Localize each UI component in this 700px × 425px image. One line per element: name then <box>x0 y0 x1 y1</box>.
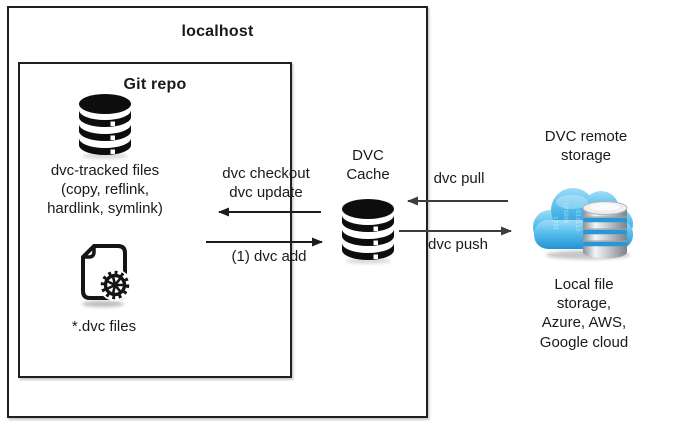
localhost-box: localhost <box>7 6 428 418</box>
svg-text:101001: 101001 <box>562 202 569 224</box>
cloud-database-icon: 101001 010110 1101 <box>533 188 633 260</box>
file-gear-icon <box>81 244 131 308</box>
dvc-cache-title: DVC Cache <box>346 147 390 184</box>
checkout-flow-label: dvc checkout dvc update <box>222 165 310 202</box>
add-flow-label: (1) dvc add <box>231 248 307 265</box>
git-repo-box: Git repo <box>18 62 292 378</box>
dvc-files-caption: *.dvc files <box>71 318 137 335</box>
localhost-title: localhost <box>181 23 254 40</box>
database-icon <box>75 93 135 161</box>
database-icon <box>338 198 398 266</box>
tracked-files-caption: dvc-tracked files (copy, reflink, hardli… <box>47 162 163 218</box>
svg-text:010110: 010110 <box>574 210 581 232</box>
remote-providers-caption: Local file storage, Azure, AWS, Google c… <box>539 276 629 351</box>
git-repo-title: Git repo <box>123 76 187 93</box>
push-flow-label: dvc push <box>427 236 489 253</box>
svg-text:1101: 1101 <box>552 216 559 231</box>
remote-storage-title: DVC remote storage <box>544 128 628 165</box>
silver-database-stack <box>582 201 628 259</box>
pull-flow-label: dvc pull <box>433 170 485 187</box>
